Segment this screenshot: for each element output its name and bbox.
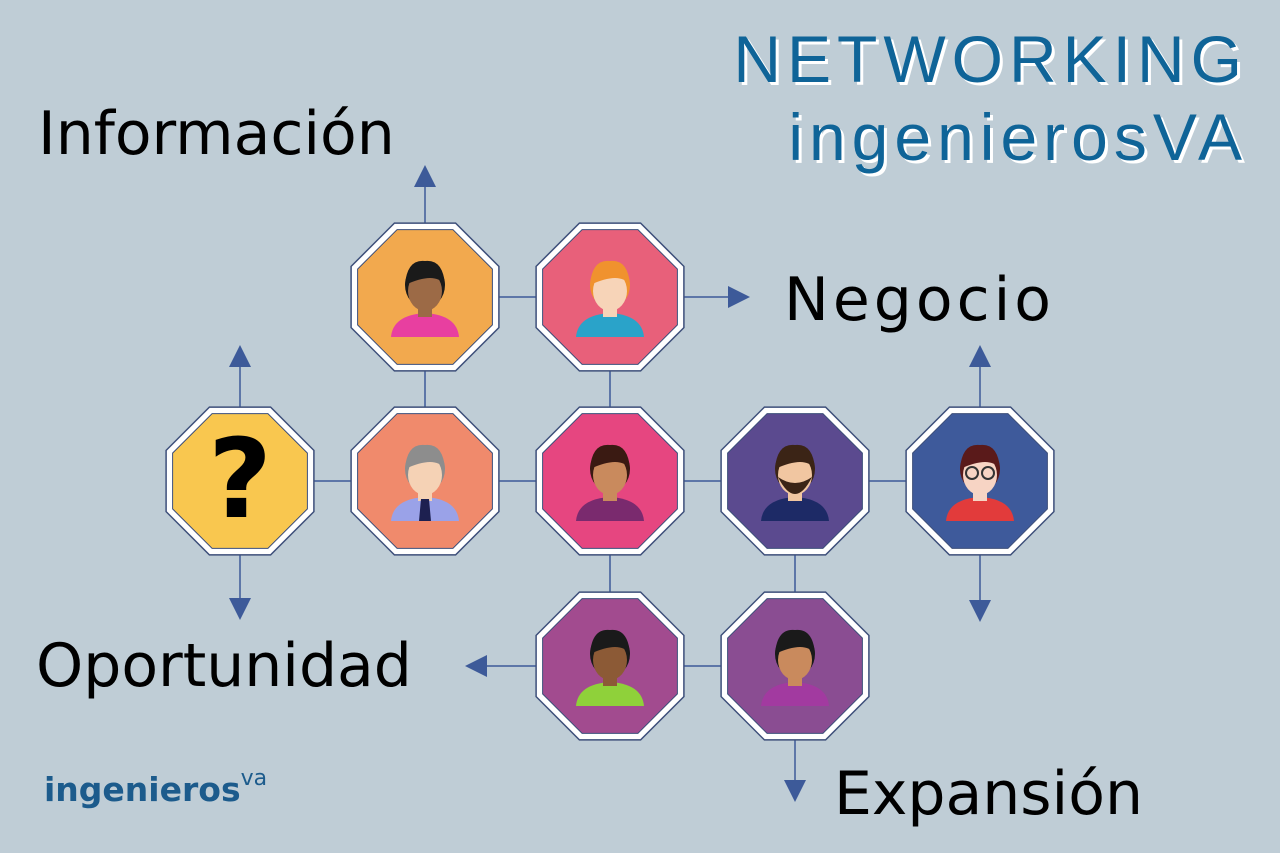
label-oportunidad: Oportunidad [36,631,412,701]
question-mark-icon: ? [208,415,272,543]
person-nodes: ? [165,222,1055,741]
person-avatar-icon [761,444,829,521]
title-ingenierosva: ingenierosVA [788,100,1248,174]
arrow [683,286,750,308]
node-older-man-tie [350,406,500,556]
label-expansion: Expansión [834,759,1143,829]
arrow [414,165,436,225]
node-woman-curly-hair [720,591,870,741]
person-avatar-icon [761,629,829,706]
node-question: ? [165,406,315,556]
logo-main: ingenieros [44,770,241,809]
person-avatar-icon [576,444,644,521]
octagon-fill [172,413,308,549]
person-avatar-icon [391,260,459,337]
node-man-dark-skin [535,591,685,741]
arrow [969,552,991,622]
logo-sup: va [240,766,268,791]
node-woman-short-hair [535,406,685,556]
arrow [229,552,251,620]
ingenierosva-logo: ingenierosva [44,766,267,809]
person-avatar-icon [576,260,644,337]
direction-arrows [229,165,991,802]
person-avatar-icon [391,444,459,521]
label-informacion: Información [38,99,395,169]
node-bearded-man [720,406,870,556]
label-negocio: Negocio [784,265,1055,335]
title-networking: NETWORKING [733,22,1248,96]
node-woman-glasses [905,406,1055,556]
person-avatar-icon [946,444,1014,521]
node-woman-ponytail [350,222,500,372]
arrow [784,738,806,802]
arrow [969,345,991,410]
arrow [229,345,251,410]
node-man-orange-hair [535,222,685,372]
person-avatar-icon [576,629,644,706]
arrow [465,655,538,677]
